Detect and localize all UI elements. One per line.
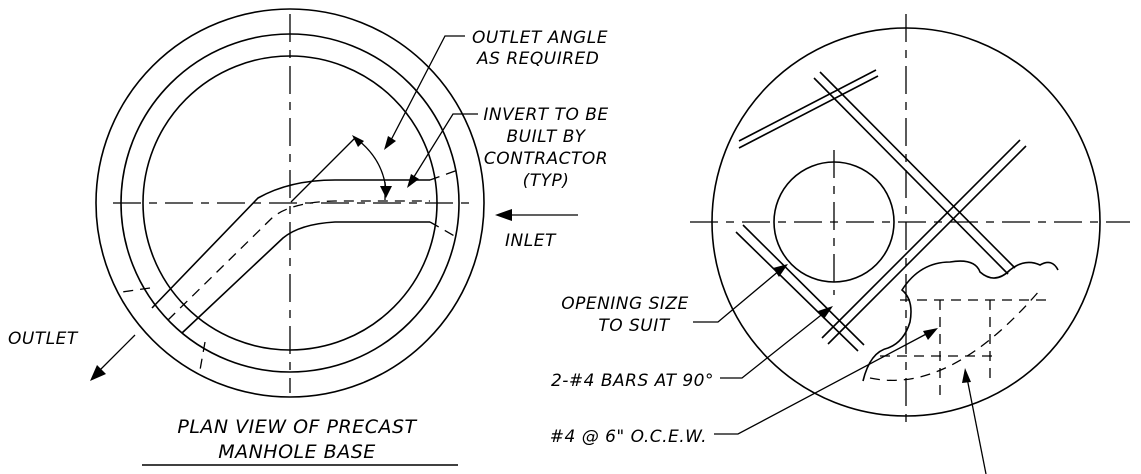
- bench-break-lower: [429, 221, 459, 239]
- outlet-label: OUTLET: [8, 329, 79, 349]
- reinforcement-view: [690, 14, 1130, 474]
- plan-view-title-line2: MANHOLE BASE: [218, 441, 376, 463]
- angle-arc-arrow-top: [352, 135, 364, 147]
- bench-break-upper: [429, 169, 459, 181]
- rebar-leader: [714, 331, 931, 435]
- outlet-angle-leader: [389, 35, 465, 143]
- outlet-angle-label-line2: AS REQUIRED: [476, 49, 599, 69]
- outlet-break-right: [199, 341, 206, 371]
- invert-leader: [411, 113, 478, 181]
- plan-view: [90, 8, 578, 466]
- opening-label-line2: TO SUIT: [598, 316, 670, 336]
- invert-label-line1: INVERT TO BE: [483, 105, 608, 125]
- opening-label-line1: OPENING SIZE: [561, 294, 689, 314]
- outlet-angle-label-line1: OUTLET ANGLE: [472, 28, 608, 48]
- outlet-angle-arc: [357, 139, 387, 191]
- outlet-arrowhead: [90, 365, 106, 381]
- plan-view-title-line1: PLAN VIEW OF PRECAST: [177, 416, 417, 438]
- invert-label-line4: (TYP): [523, 171, 570, 191]
- invert-leader-arrow: [407, 174, 419, 188]
- bottom-mesh-leader-arrow: [962, 368, 971, 383]
- rebar-leader-arrow: [923, 328, 938, 340]
- cutaway-break-line: [862, 260, 1059, 382]
- bars-leader-arrow: [818, 306, 833, 319]
- channel-centerline: [167, 200, 430, 321]
- outlet-arrow-shaft: [95, 334, 136, 375]
- bars-leader: [720, 311, 826, 379]
- channel-upper-wall: [151, 179, 430, 309]
- rebar-label: #4 @ 6" O.C.E.W.: [550, 427, 707, 447]
- bottom-mesh-leader: [966, 377, 987, 474]
- inlet-label: INLET: [505, 231, 557, 251]
- angle-arc-arrow-bottom: [380, 186, 392, 198]
- opening-leader: [693, 269, 781, 323]
- invert-label-line3: CONTRACTOR: [484, 149, 608, 169]
- outer-wall-circle: [95, 8, 485, 398]
- invert-label-line2: BUILT BY: [507, 127, 587, 147]
- outlet-angle-ray: [290, 137, 356, 203]
- bars-label: 2-#4 BARS AT 90°: [551, 371, 714, 391]
- inlet-arrowhead: [495, 209, 512, 221]
- opening-leader-arrow: [773, 264, 788, 277]
- outlet-break-left: [121, 287, 151, 293]
- bottom-mesh-hidden: [869, 289, 1048, 400]
- channel-lower-wall: [181, 221, 430, 334]
- trim-bars: [735, 69, 1027, 352]
- outlet-angle-leader-arrow: [384, 136, 396, 150]
